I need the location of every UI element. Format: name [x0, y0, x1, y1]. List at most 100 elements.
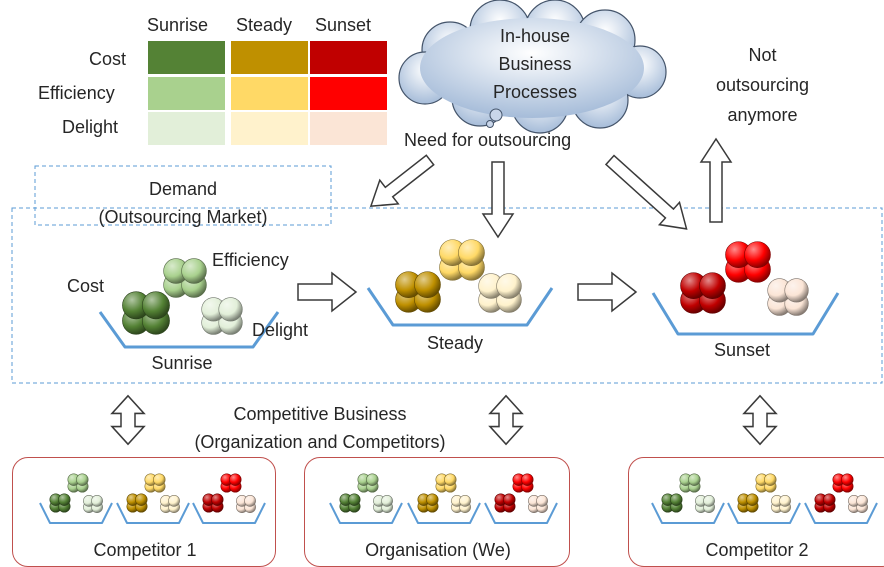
not-outsourcing-line-1: Not — [748, 45, 777, 65]
cloud-line-1: In-house — [499, 26, 571, 46]
competitor-label-2: Competitor 2 — [705, 540, 809, 560]
organisation-label: Organisation (We) — [365, 540, 511, 560]
fruit-lobe — [703, 494, 715, 507]
legend-row-efficiency: Efficiency — [38, 83, 115, 103]
small-basket-0-2 — [192, 502, 266, 524]
demand-line-2: (Outsourcing Market) — [98, 207, 268, 227]
small-fruit-cost-0-0 — [49, 493, 71, 513]
fruit-lobe — [688, 473, 701, 486]
cell-cost-sunset — [310, 41, 387, 74]
fruit-lobe — [521, 473, 534, 486]
basket-sunrise — [98, 311, 280, 349]
small-fruit-efficiency-2-2 — [832, 473, 854, 493]
fruit-lobe — [244, 494, 256, 507]
fruit-lobe — [784, 278, 809, 303]
demand-label: Demand (Outsourcing Market) — [35, 175, 331, 231]
not-outsourcing-line-2: outsourcing — [715, 75, 810, 95]
small-fruit-efficiency-1-0 — [357, 473, 379, 493]
basket-label-efficiency: Efficiency — [212, 250, 289, 270]
legend-col-sunrise: Sunrise — [147, 15, 209, 35]
need-for-outsourcing-label: Need for outsourcing — [404, 130, 572, 150]
competitor-baskets — [39, 473, 878, 524]
small-fruit-efficiency-1-1 — [435, 473, 457, 493]
fruit-lobe — [823, 493, 836, 506]
fruit-lobe — [458, 239, 485, 266]
cloud-line-3: Processes — [492, 82, 578, 102]
fruit-lobe — [348, 493, 361, 506]
fruit-steady-efficiency — [439, 239, 485, 281]
arrow-not-outsourcing — [699, 137, 733, 223]
updown-arrow-competitor2 — [742, 394, 778, 446]
demand-box — [34, 165, 332, 226]
fruit-sunset-cost — [680, 272, 726, 314]
fruit-sunrise-cost — [122, 291, 170, 335]
small-basket-0-0 — [39, 502, 113, 524]
fruit-lobe — [218, 297, 243, 322]
fruit-lobe — [670, 493, 683, 506]
cell-efficiency-sunrise — [148, 77, 225, 110]
fruit-lobe — [426, 493, 439, 506]
competitor-label-1: Competitor 1 — [93, 540, 197, 560]
basket-label-cost: Cost — [67, 276, 105, 296]
fruit-lobe — [841, 473, 854, 486]
fruit-lobe — [764, 473, 777, 486]
fruit-lobe — [744, 241, 771, 268]
competitive-line-1: Competitive Business — [233, 404, 407, 424]
small-basket-1-1 — [407, 502, 481, 524]
cell-delight-steady — [231, 112, 308, 145]
fruit-sunrise-efficiency — [163, 258, 207, 298]
competitor-box-1: Competitor 1 — [12, 457, 276, 567]
fruit-lobe — [459, 494, 471, 507]
fruit-sunset-delight — [767, 278, 809, 316]
arrow-sunrise-steady — [297, 271, 358, 313]
small-fruit-delight-2-2 — [848, 494, 868, 514]
small-basket-1-0 — [329, 502, 403, 524]
cloud-line-2: Business — [498, 54, 572, 74]
cell-efficiency-steady — [231, 77, 308, 110]
fruit-lobe — [496, 273, 522, 299]
fruit-lobe — [503, 493, 516, 506]
small-fruit-delight-0-0 — [83, 494, 103, 514]
arrow-steady-sunset — [577, 271, 638, 313]
basket-sunset — [651, 292, 840, 336]
small-fruit-cost-0-2 — [202, 493, 224, 513]
demand-line-1: Demand — [148, 179, 218, 199]
cell-cost-sunrise — [148, 41, 225, 74]
small-basket-2-2 — [804, 502, 878, 524]
fruit-lobe — [76, 473, 89, 486]
fruit-lobe — [414, 271, 441, 298]
small-fruit-cost-2-2 — [814, 493, 836, 513]
fruit-lobe — [91, 494, 103, 507]
updown-arrow-competitor1 — [110, 394, 146, 446]
fruit-lobe — [381, 494, 393, 507]
small-fruit-delight-2-1 — [771, 494, 791, 514]
arrow-to-sunrise — [369, 154, 435, 208]
arrow-to-sunset — [604, 154, 688, 230]
market-region — [11, 207, 883, 384]
small-fruit-delight-0-1 — [160, 494, 180, 514]
small-fruit-delight-1-1 — [451, 494, 471, 514]
stage-label-steady: Steady — [426, 333, 484, 353]
fruit-steady-delight — [478, 273, 522, 313]
cloud-shape — [398, 0, 667, 134]
cell-efficiency-sunset — [310, 77, 387, 110]
fruit-lobe — [168, 494, 180, 507]
fruit-lobe — [153, 473, 166, 486]
small-fruit-delight-1-2 — [528, 494, 548, 514]
small-fruit-efficiency-0-0 — [67, 473, 89, 493]
fruit-sunrise-delight — [201, 297, 243, 335]
basket-label-delight: Delight — [252, 320, 309, 340]
fruit-lobe — [536, 494, 548, 507]
small-basket-2-0 — [651, 502, 725, 524]
fruit-lobe — [135, 493, 148, 506]
fruit-steady-cost — [395, 271, 441, 313]
small-fruit-cost-1-2 — [494, 493, 516, 513]
not-outsourcing-line-3: anymore — [727, 105, 798, 125]
small-fruit-cost-1-1 — [417, 493, 439, 513]
legend-row-delight: Delight — [62, 117, 119, 137]
updown-arrow-organisation — [488, 394, 524, 446]
fruit-lobe — [856, 494, 868, 507]
small-fruit-cost-0-1 — [126, 493, 148, 513]
legend-col-sunset: Sunset — [315, 15, 372, 35]
